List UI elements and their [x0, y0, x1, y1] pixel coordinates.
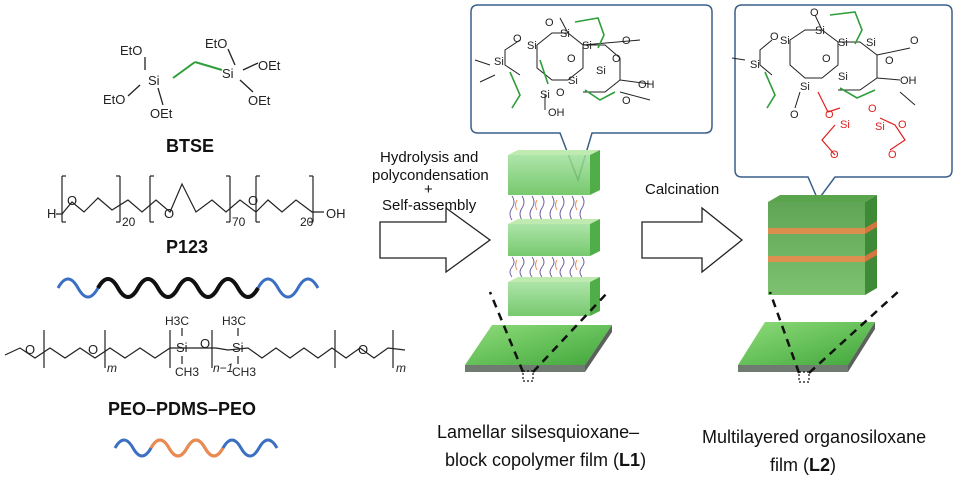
l2-si-red-2: Si [875, 121, 885, 133]
l2-o-red-4: O [888, 149, 897, 161]
l1-si-2: Si [560, 28, 570, 40]
p123-n1: 20 [122, 215, 136, 229]
l2-structure-callout: Si Si Si Si Si Si Si O O O O O OH O O Si… [731, 4, 953, 202]
l2-si-1: Si [780, 35, 790, 47]
peo-o1: O [25, 342, 35, 357]
l1-si-3: Si [582, 40, 592, 52]
btse-molecule: EtO EtO OEt Si Si EtO OEt OEt [103, 36, 281, 121]
l2-o-5: O [770, 31, 779, 43]
p123-label: P123 [166, 237, 208, 257]
p123-o2: O [164, 206, 174, 221]
btse-label: BTSE [166, 136, 214, 156]
l1-oh-1: OH [638, 79, 655, 91]
l1-o-3: O [612, 53, 621, 65]
l1-si-4: Si [596, 65, 606, 77]
l1-oh-2: OH [548, 107, 565, 119]
btse-eto-right-top: EtO [205, 36, 227, 51]
btse-si-left: Si [148, 73, 160, 88]
l2-o-red-5: O [868, 103, 877, 115]
l1-si-6: Si [540, 89, 550, 101]
l2-o-2: O [822, 53, 831, 65]
l2-o-red-1: O [825, 109, 834, 121]
l2-caption-bold: L2 [809, 455, 830, 475]
peo-ch3-1: CH3 [175, 365, 199, 379]
l1-lamellar-stack [508, 150, 600, 316]
l2-si-6: Si [800, 81, 810, 93]
p123-n2: 70 [232, 215, 246, 229]
l1-si-5: Si [568, 75, 578, 87]
peo-n1: n−1 [213, 361, 233, 375]
btse-eto-left: EtO [103, 92, 125, 107]
step2-text: Calcination [645, 181, 719, 198]
step2-arrow [641, 206, 744, 274]
btse-si-right: Si [222, 66, 234, 81]
peo-pdms-peo-molecule: O O O O Si Si H3C H3C CH3 CH3 m n−1 m [4, 314, 406, 379]
l1-o-1: O [545, 17, 554, 29]
peo-si2: Si [232, 340, 244, 355]
l1-o-2: O [567, 53, 576, 65]
peo-ch3-2: CH3 [232, 365, 256, 379]
l2-o-4: O [910, 35, 919, 47]
l1-si-7: Si [494, 56, 504, 68]
l1-caption-line2: block copolymer film (L1) [445, 450, 646, 470]
peo-m1: m [107, 361, 117, 375]
l2-si-2: Si [815, 25, 825, 37]
btse-oet-right-bottom: OEt [248, 93, 271, 108]
p123-n3: 20 [300, 215, 314, 229]
l1-caption-pre: block copolymer film ( [445, 450, 619, 470]
p123-o3: O [248, 193, 258, 208]
l2-film-substrate [738, 289, 901, 383]
step1-text-line2: polycondensation [372, 167, 489, 184]
l1-structure-callout: Si Si Si Si Si Si Si O O O O O O OH OH O [470, 4, 713, 183]
step1-arrow [379, 206, 492, 274]
l2-o-1: O [810, 7, 819, 19]
l1-caption-post: ) [640, 450, 646, 470]
l2-caption-pre: film ( [770, 455, 809, 475]
peo-o3: O [200, 336, 210, 351]
l2-caption-line2: film (L2) [770, 455, 836, 475]
l1-o-7: O [622, 95, 631, 107]
peo-h3c-2: H3C [222, 314, 246, 328]
peo-si1: Si [176, 340, 188, 355]
p123-h: H [47, 206, 56, 221]
l2-multilayer-stack [768, 195, 877, 295]
btse-oet-right: OEt [258, 58, 281, 73]
btse-eto-top: EtO [120, 43, 142, 58]
l1-film-substrate [465, 291, 612, 382]
peo-pdms-peo-chain-cartoon [113, 438, 279, 458]
peo-pdms-peo-label: PEO–PDMS–PEO [108, 399, 256, 419]
l1-caption-bold: L1 [619, 450, 640, 470]
peo-o4: O [358, 342, 368, 357]
l2-caption-post: ) [830, 455, 836, 475]
l1-caption-line1: Lamellar silsesquioxane– [437, 422, 639, 442]
l2-si-4: Si [866, 37, 876, 49]
l2-si-7: Si [750, 59, 760, 71]
l2-si-5: Si [838, 71, 848, 83]
l1-o-4: O [622, 35, 631, 47]
step1-text-line1: Hydrolysis and [380, 149, 478, 166]
l2-si-red-1: Si [840, 119, 850, 131]
l2-o-3: O [885, 55, 894, 67]
l1-o-5: O [513, 33, 522, 45]
p123-o1: O [67, 193, 77, 208]
l2-si-3: Si [838, 37, 848, 49]
p123-chain-cartoon [56, 277, 320, 299]
step1-text-line3: + [424, 181, 433, 198]
peo-m2: m [396, 361, 406, 375]
l2-caption-line1: Multilayered organosiloxane [702, 427, 926, 447]
step1-text-line4: Self-assembly [382, 197, 477, 214]
btse-oet-bottom: OEt [150, 106, 173, 121]
l1-o-6: O [556, 87, 565, 99]
l2-o-red-2: O [830, 149, 839, 161]
p123-molecule: H O O O OH 20 70 20 [47, 175, 346, 229]
peo-h3c-1: H3C [165, 314, 189, 328]
l1-si-1: Si [527, 40, 537, 52]
l2-o-6: O [790, 109, 799, 121]
p123-oh: OH [326, 206, 346, 221]
l2-oh: OH [900, 75, 917, 87]
l2-o-red-3: O [898, 119, 907, 131]
peo-o2: O [88, 342, 98, 357]
